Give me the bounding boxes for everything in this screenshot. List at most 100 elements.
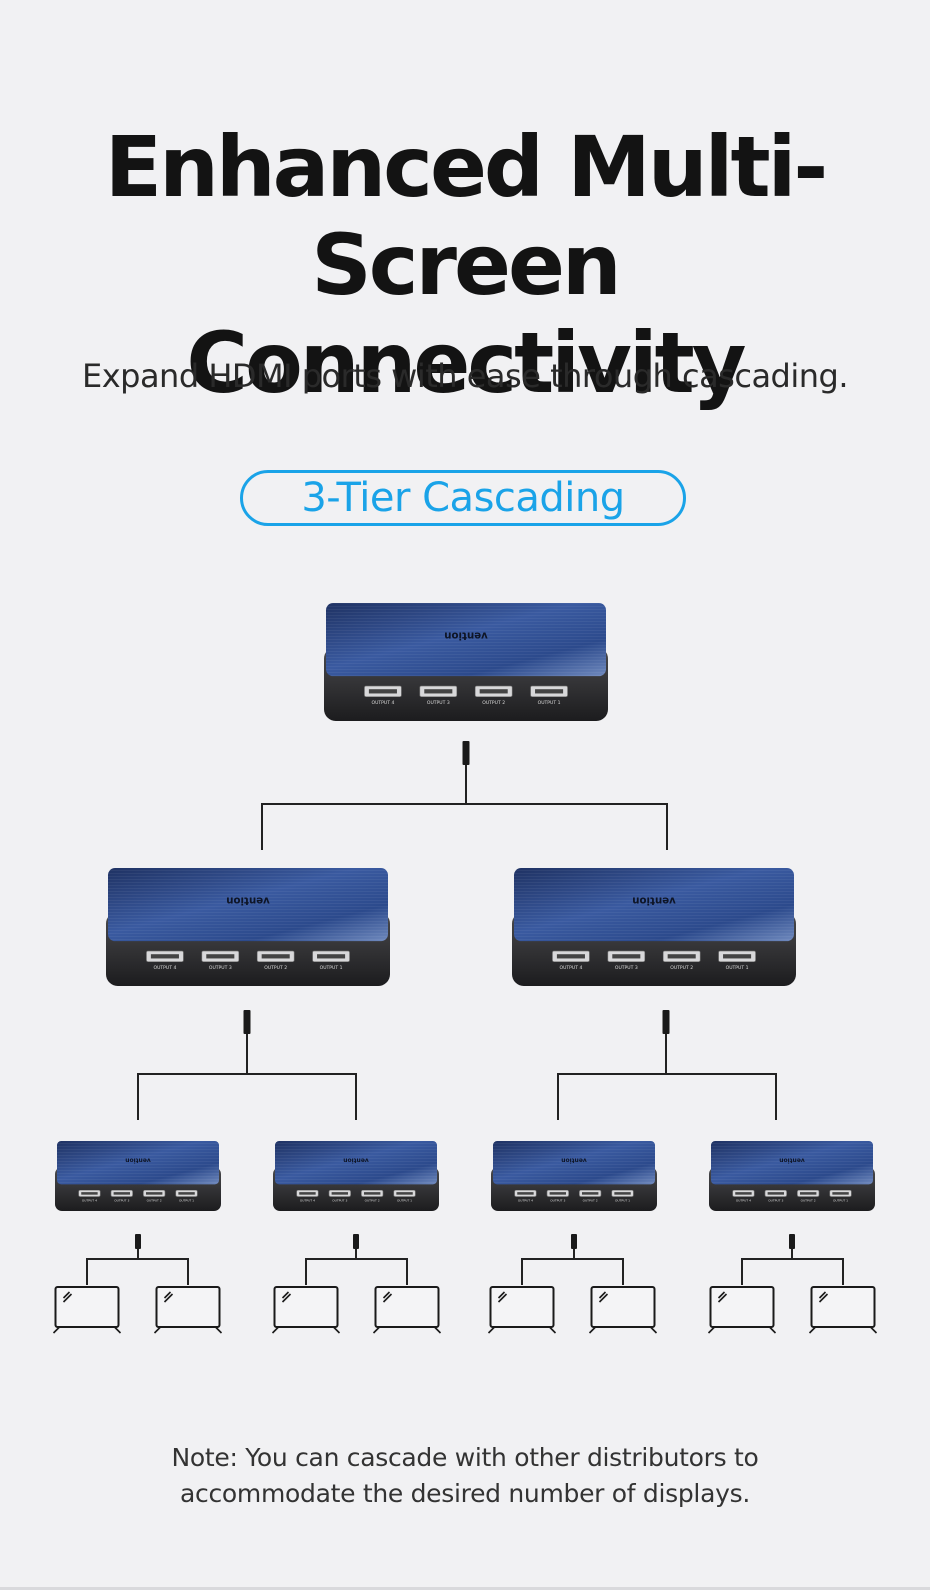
- device-texture: [326, 603, 606, 677]
- port-label: OUTPUT 3: [209, 965, 232, 971]
- monitor-frame: [155, 1286, 221, 1328]
- port-label: OUTPUT 1: [615, 1198, 630, 1202]
- device-logo: vention: [125, 1157, 150, 1164]
- hdmi-port: OUTPUT 3: [546, 1189, 569, 1202]
- hdmi-port: OUTPUT 1: [718, 950, 756, 971]
- port-label: OUTPUT 4: [518, 1198, 533, 1202]
- display-screens: [52, 1286, 878, 1334]
- hdmi-port: OUTPUT 3: [764, 1189, 787, 1202]
- port-label: OUTPUT 2: [482, 700, 505, 706]
- display-1: [52, 1286, 122, 1334]
- subtitle: Expand HDMI ports with ease through casc…: [81, 357, 849, 395]
- note-line-2: accommodate the desired number of displa…: [180, 1479, 750, 1508]
- hdmi-port: OUTPUT 1: [829, 1189, 852, 1202]
- device-logo: vention: [226, 894, 270, 905]
- port-label: OUTPUT 1: [179, 1198, 194, 1202]
- hdmi-port: OUTPUT 1: [175, 1189, 198, 1202]
- footnote: Note: You can cascade with other distrib…: [0, 1440, 930, 1512]
- connection-lines: [86, 741, 844, 1285]
- port-label: OUTPUT 2: [801, 1198, 816, 1202]
- hdmi-port: OUTPUT 2: [143, 1189, 166, 1202]
- title-line-1: Enhanced Multi-Screen: [104, 118, 829, 314]
- hdmi-port: OUTPUT 1: [530, 685, 568, 706]
- cable-plug: [571, 1234, 577, 1249]
- hdmi-port: OUTPUT 3: [110, 1189, 133, 1202]
- cable-plug: [243, 1010, 251, 1034]
- hdmi-port: OUTPUT 2: [256, 950, 295, 971]
- port-label: OUTPUT 3: [332, 1198, 347, 1202]
- port-label: OUTPUT 2: [365, 1198, 380, 1202]
- device-logo: vention: [561, 1157, 586, 1164]
- device-logo: vention: [779, 1157, 804, 1164]
- hdmi-port: OUTPUT 1: [312, 950, 350, 971]
- monitor-frame: [54, 1286, 120, 1328]
- port-label: OUTPUT 1: [397, 1198, 412, 1202]
- cable-line: [86, 1249, 189, 1285]
- hdmi-port: OUTPUT 3: [419, 685, 458, 706]
- device-texture: [711, 1141, 873, 1185]
- display-2: [153, 1286, 223, 1334]
- port-label: OUTPUT 2: [147, 1198, 162, 1202]
- hdmi-port: OUTPUT 2: [662, 950, 701, 971]
- port-label: OUTPUT 1: [726, 965, 749, 971]
- port-label: OUTPUT 3: [550, 1198, 565, 1202]
- monitor-frame: [374, 1286, 440, 1328]
- port-label: OUTPUT 4: [560, 965, 583, 971]
- hdmi-port: OUTPUT 3: [328, 1189, 351, 1202]
- display-5: [487, 1286, 557, 1334]
- hdmi-port: OUTPUT 4: [552, 950, 590, 971]
- port-label: OUTPUT 1: [833, 1198, 848, 1202]
- hdmi-port: OUTPUT 4: [296, 1189, 319, 1202]
- hdmi-port: OUTPUT 4: [78, 1189, 101, 1202]
- port-label: OUTPUT 2: [583, 1198, 598, 1202]
- port-label: OUTPUT 2: [670, 965, 693, 971]
- hdmi-port: OUTPUT 4: [146, 950, 184, 971]
- hdmi-port: OUTPUT 3: [201, 950, 240, 971]
- port-label: OUTPUT 4: [372, 700, 395, 706]
- monitor-frame: [709, 1286, 775, 1328]
- cable-plug: [353, 1234, 359, 1249]
- hdmi-port: OUTPUT 1: [393, 1189, 416, 1202]
- cable-plug: [462, 741, 470, 765]
- display-3: [271, 1286, 341, 1334]
- hdmi-port: OUTPUT 4: [364, 685, 402, 706]
- port-label: OUTPUT 4: [300, 1198, 315, 1202]
- cable-line: [137, 1034, 357, 1120]
- page-title: Enhanced Multi-Screen Connectivity: [0, 118, 930, 412]
- hdmi-port: OUTPUT 2: [474, 685, 513, 706]
- hdmi-port: OUTPUT 2: [579, 1189, 602, 1202]
- cable-line: [261, 765, 668, 850]
- bottom-divider: [0, 1587, 930, 1590]
- port-label: OUTPUT 4: [82, 1198, 97, 1202]
- device-texture: [514, 868, 794, 942]
- device-texture: [57, 1141, 219, 1185]
- hdmi-port: OUTPUT 4: [732, 1189, 755, 1202]
- cable-plug: [789, 1234, 795, 1249]
- device-logo: vention: [444, 629, 488, 640]
- hdmi-port: OUTPUT 2: [361, 1189, 384, 1202]
- port-label: OUTPUT 3: [114, 1198, 129, 1202]
- monitor-frame: [489, 1286, 555, 1328]
- hdmi-port: OUTPUT 2: [797, 1189, 820, 1202]
- monitor-frame: [590, 1286, 656, 1328]
- hdmi-port: OUTPUT 1: [611, 1189, 634, 1202]
- cable-line: [557, 1034, 777, 1120]
- port-label: OUTPUT 1: [320, 965, 343, 971]
- port-label: OUTPUT 4: [736, 1198, 751, 1202]
- cable-line: [741, 1249, 844, 1285]
- port-label: OUTPUT 3: [615, 965, 638, 971]
- port-label: OUTPUT 3: [427, 700, 450, 706]
- port-label: OUTPUT 4: [154, 965, 177, 971]
- hdmi-port: OUTPUT 4: [514, 1189, 537, 1202]
- hdmi-port: OUTPUT 3: [607, 950, 646, 971]
- display-4: [372, 1286, 442, 1334]
- port-label: OUTPUT 2: [264, 965, 287, 971]
- display-7: [707, 1286, 777, 1334]
- tier-badge: 3-Tier Cascading: [240, 470, 686, 526]
